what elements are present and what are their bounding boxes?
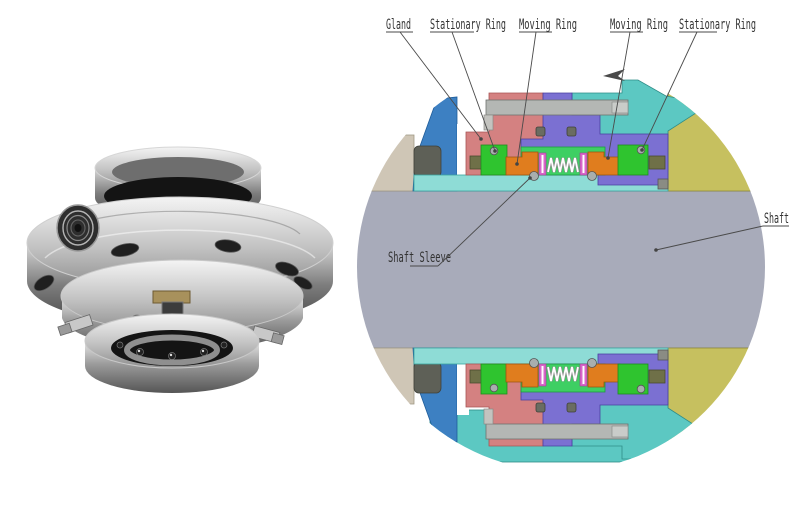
photo-bore-screws <box>116 341 228 360</box>
photo-brass-tab <box>152 290 191 304</box>
moving-ring-left-part <box>505 151 539 176</box>
photo-side-screw-left <box>57 314 94 337</box>
leader-stationary-ring-right <box>641 31 698 151</box>
label-stationary-ring-left: Stationary Ring <box>430 17 506 33</box>
seal-cross-section-upper <box>357 79 765 192</box>
label-gland: Gland <box>386 17 411 33</box>
label-shaft-sleeve: Shaft Sleeve <box>388 250 451 266</box>
photo-drive-nut <box>161 301 184 316</box>
photo-threaded-port <box>56 204 100 252</box>
tan-part <box>357 134 415 192</box>
section-arrow-icon <box>603 69 625 81</box>
label-stationary-ring-right: Stationary Ring <box>679 17 756 33</box>
shaft-part <box>357 190 765 349</box>
drive-pin-right <box>587 171 597 181</box>
seal-gasket-left-stripe <box>541 155 544 173</box>
label-moving-ring-right: Moving Ring <box>610 17 668 33</box>
photo-bolt-slot <box>110 243 140 257</box>
anti-rotation-pin-right <box>648 155 666 170</box>
photo-bolt-slot <box>214 239 242 253</box>
dark-key-part <box>413 145 442 178</box>
label-moving-ring-left: Moving Ring <box>519 17 577 33</box>
o-ring-right <box>566 126 577 137</box>
photo-bore-inner-ring <box>124 334 220 366</box>
o-ring-left <box>535 126 546 137</box>
leader-dots <box>479 137 658 252</box>
label-shaft: Shaft <box>764 211 789 227</box>
leader-moving-ring-right <box>607 31 631 159</box>
leader-stationary-ring-left <box>451 31 496 152</box>
gland-tab <box>483 114 494 131</box>
callouts: Gland Stationary Ring Moving Ring Moving… <box>386 17 789 267</box>
photo-bolt-slot <box>275 261 299 277</box>
sleeve-key <box>657 178 669 190</box>
seal-gasket-right-stripe <box>582 155 585 173</box>
photo-bolt-slot <box>33 274 55 292</box>
leader-shaft-sleeve <box>437 177 531 267</box>
detail-circle-view <box>357 79 765 463</box>
gland-bolt-end <box>611 101 629 114</box>
seal-cross-section-lower <box>357 346 765 461</box>
leader-shaft <box>655 225 764 251</box>
photo-bolt-slot <box>293 276 313 290</box>
gland-bolt <box>485 99 629 116</box>
seal-photo <box>26 146 334 393</box>
spring-part <box>547 157 579 173</box>
leader-gland <box>399 31 482 140</box>
leader-moving-ring-left <box>516 31 537 165</box>
